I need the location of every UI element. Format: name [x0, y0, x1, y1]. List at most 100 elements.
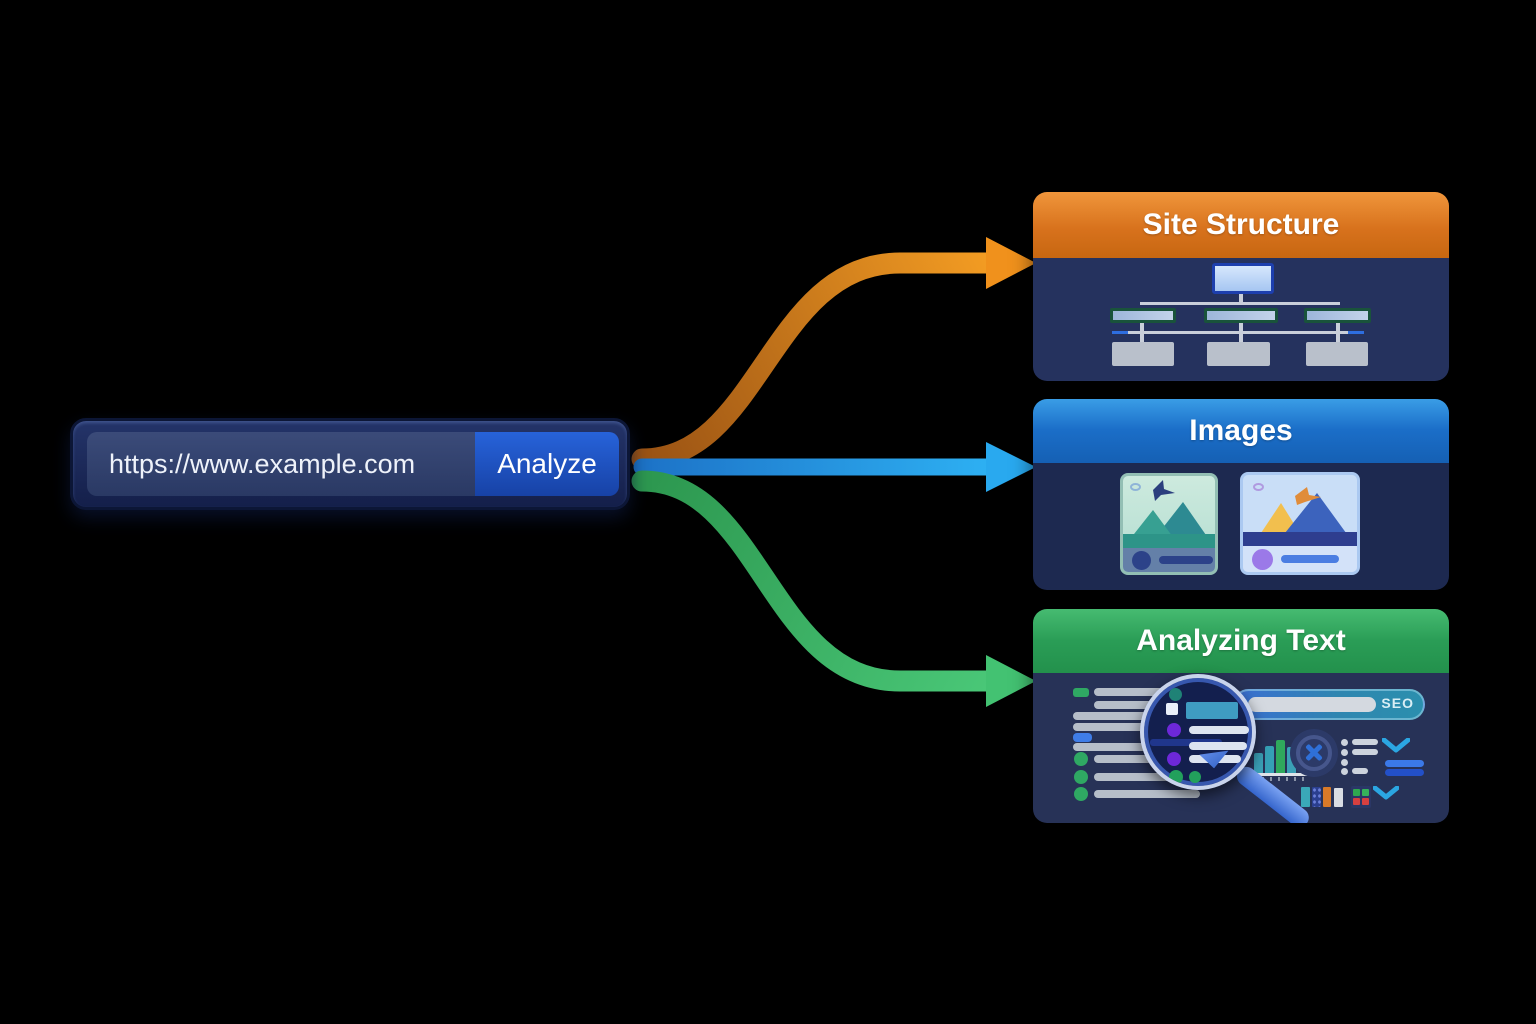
url-input[interactable]: https://www.example.com	[87, 432, 475, 496]
mini-bar	[1301, 787, 1310, 807]
chevron-down-icon	[1373, 786, 1399, 800]
text-line	[1094, 790, 1200, 798]
card-images: Images	[1033, 399, 1449, 590]
text-line	[1094, 701, 1190, 709]
mini-bar	[1334, 788, 1343, 807]
highlight-line	[1385, 769, 1424, 776]
magnified-dot	[1169, 688, 1182, 701]
checklist-dot	[1341, 749, 1348, 756]
magnified-line	[1189, 742, 1247, 750]
card-analyzing-text: Analyzing Text SEO	[1033, 609, 1449, 823]
thumbnail-caption	[1243, 546, 1357, 572]
checklist-line	[1352, 768, 1368, 774]
checklist-line	[1352, 749, 1378, 755]
highlight-line	[1385, 760, 1424, 767]
checklist-line	[1352, 739, 1378, 745]
connector-highlight	[1348, 331, 1364, 334]
text-line	[1094, 755, 1194, 763]
arrowhead-analyzing-text	[986, 655, 1036, 707]
cloud-icon	[1130, 483, 1141, 491]
bird-icon	[1295, 487, 1321, 505]
list-bullet	[1074, 770, 1088, 784]
url-bar: https://www.example.com Analyze	[70, 418, 630, 510]
sitemap-tree-illustration	[1033, 258, 1449, 381]
magnifier-icon	[1140, 674, 1256, 790]
tree-node	[1207, 342, 1270, 366]
tree-node	[1306, 342, 1368, 366]
checklist-dot	[1341, 759, 1348, 766]
analyze-button[interactable]: Analyze	[475, 432, 619, 496]
legend-grid-icon	[1351, 786, 1371, 808]
magnified-dot	[1167, 752, 1181, 766]
cloud-icon	[1253, 483, 1264, 491]
list-bullet	[1074, 752, 1088, 766]
text-analysis-illustration: SEO	[1033, 673, 1449, 823]
connector-line	[1140, 323, 1144, 332]
chevron-down-icon	[1382, 738, 1410, 753]
arrowhead-site-structure	[986, 237, 1036, 289]
text-line	[1094, 773, 1189, 781]
connector-line	[1140, 334, 1144, 343]
arrowhead-images	[986, 442, 1036, 492]
search-pill	[1248, 697, 1376, 712]
text-line	[1094, 688, 1194, 696]
caption-line	[1281, 555, 1339, 563]
connector-line	[1336, 334, 1340, 343]
mountain-scene-icon	[1123, 480, 1215, 548]
card-site-structure-title: Site Structure	[1142, 208, 1340, 241]
magnified-square	[1166, 703, 1178, 715]
tree-node	[1112, 342, 1174, 366]
list-bullet	[1073, 688, 1089, 697]
list-bullet	[1073, 733, 1092, 742]
seo-badge: SEO	[1381, 695, 1414, 711]
tree-node	[1304, 308, 1371, 323]
card-images-title: Images	[1189, 414, 1293, 447]
bird-icon	[1153, 480, 1175, 501]
tree-node	[1204, 308, 1278, 323]
photo-thumbnails-illustration	[1033, 463, 1449, 590]
mini-bars-icon	[1301, 786, 1373, 810]
card-site-structure-header: Site Structure	[1033, 192, 1449, 258]
magnified-line	[1150, 739, 1222, 746]
avatar-circle	[1252, 548, 1273, 570]
thumbnail-caption	[1123, 548, 1215, 572]
card-images-header: Images	[1033, 399, 1449, 463]
text-line	[1073, 712, 1185, 720]
url-text: https://www.example.com	[109, 448, 416, 479]
magnified-line	[1189, 726, 1249, 734]
connector-highlight	[1112, 331, 1128, 334]
arrow-to-analyzing-text	[631, 470, 999, 692]
tree-root-node	[1212, 263, 1274, 294]
error-circle-icon	[1290, 729, 1338, 777]
mini-bar	[1323, 787, 1331, 807]
mini-bar	[1312, 787, 1321, 807]
connector-line	[1239, 323, 1243, 332]
connector-line	[1112, 331, 1364, 334]
magnified-dot	[1169, 770, 1183, 784]
photo-thumbnail	[1240, 472, 1360, 575]
magnified-highlight-block	[1186, 702, 1238, 719]
checklist-icon	[1341, 736, 1413, 778]
arrow-to-site-structure	[631, 252, 999, 470]
chart-baseline	[1251, 773, 1309, 776]
card-analyzing-text-title: Analyzing Text	[1136, 624, 1346, 657]
magnified-dot	[1167, 723, 1181, 737]
connector-line	[1239, 294, 1243, 303]
text-line	[1073, 723, 1177, 731]
caption-line	[1159, 556, 1213, 564]
connector-line	[1239, 334, 1243, 343]
card-site-structure: Site Structure	[1033, 192, 1449, 381]
chart-bar	[1254, 753, 1263, 773]
magnified-dot	[1189, 771, 1201, 783]
photo-band	[1243, 532, 1357, 546]
connector-line	[1336, 323, 1340, 332]
photo-thumbnail	[1120, 473, 1218, 575]
card-analyzing-text-header: Analyzing Text	[1033, 609, 1449, 673]
seo-search-bar: SEO	[1233, 689, 1425, 720]
connector-line	[1140, 302, 1340, 305]
checklist-dot	[1341, 768, 1348, 775]
tree-node	[1110, 308, 1176, 323]
checklist-dot	[1341, 739, 1348, 746]
avatar-circle	[1132, 550, 1151, 570]
